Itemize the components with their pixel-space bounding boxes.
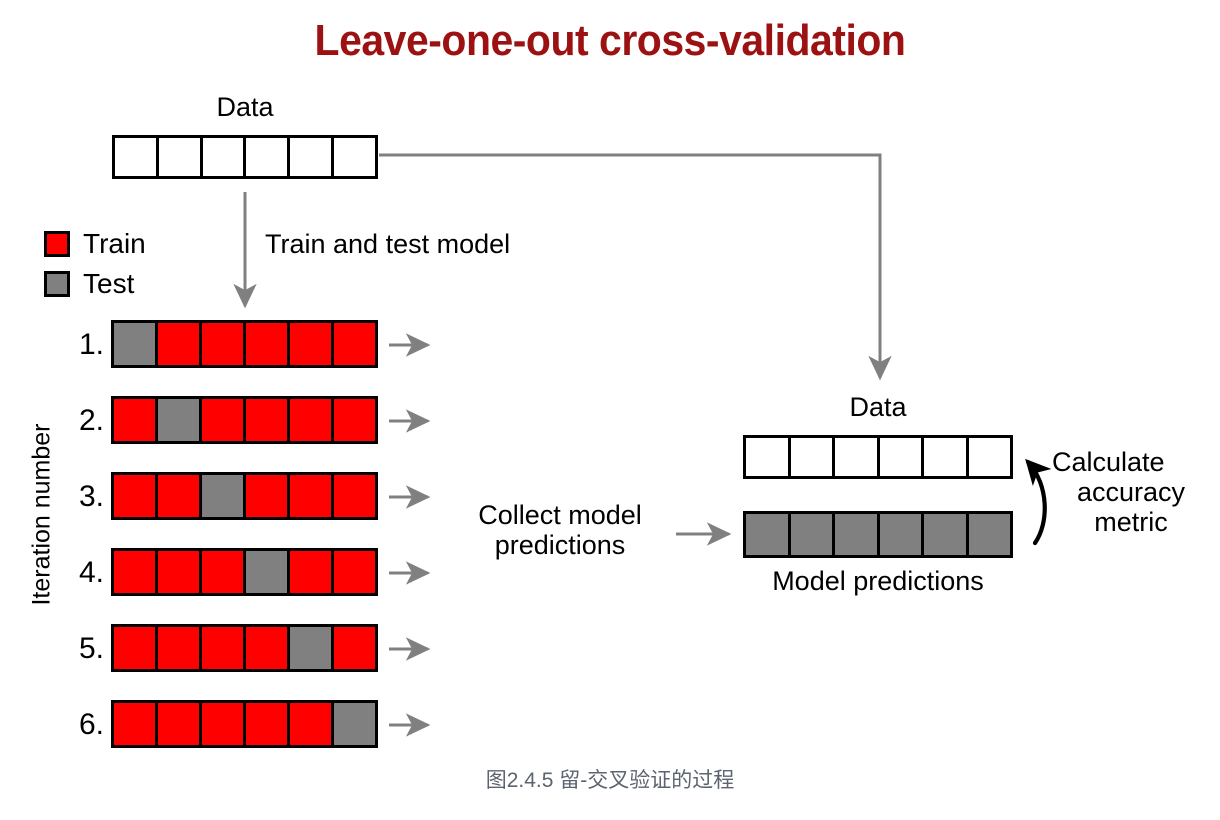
model-prediction-cell xyxy=(921,511,969,558)
iteration-row-number: 6. xyxy=(78,708,104,741)
iteration-number-axis-label: Iteration number xyxy=(27,423,56,606)
top-data-cell xyxy=(287,135,335,179)
calculate-metric-line-2: accuracy xyxy=(1076,477,1186,508)
calculate-accuracy-metric-label: Calculate accuracy metric xyxy=(1052,447,1210,538)
right-data-cell xyxy=(876,435,924,479)
iteration-cell-train xyxy=(199,624,246,672)
iteration-cell-train xyxy=(287,700,334,748)
legend-swatch-test-icon xyxy=(44,271,70,297)
model-predictions-label: Model predictions xyxy=(772,566,984,596)
calculate-metric-line-3: metric xyxy=(1094,507,1168,538)
iteration-cell-train xyxy=(111,548,158,596)
right-data-cell xyxy=(787,435,835,479)
right-data-label: Data xyxy=(849,392,907,422)
iteration-cell-train xyxy=(243,396,290,444)
model-prediction-cell xyxy=(743,511,791,558)
top-data-cell xyxy=(199,135,247,179)
iteration-row xyxy=(111,396,378,444)
iteration-cell-train xyxy=(111,472,158,520)
legend: Train Test xyxy=(44,228,146,308)
legend-swatch-train-icon xyxy=(44,231,70,257)
iteration-cell-train xyxy=(155,548,202,596)
iteration-row xyxy=(111,320,378,368)
model-prediction-cell xyxy=(965,511,1013,558)
iteration-cell-train xyxy=(243,624,290,672)
right-data-cell xyxy=(832,435,880,479)
iteration-cell-train xyxy=(111,396,158,444)
iteration-cell-train xyxy=(199,396,246,444)
right-data-cell xyxy=(743,435,791,479)
top-data-bar xyxy=(112,135,378,179)
iteration-cell-train xyxy=(287,548,334,596)
iteration-cell-test xyxy=(155,396,202,444)
iteration-row xyxy=(111,624,378,672)
figure-caption: 图2.4.5 留-交叉验证的过程 xyxy=(485,769,735,792)
iteration-cell-train xyxy=(155,700,202,748)
legend-label-train: Train xyxy=(83,228,146,259)
iteration-cell-train xyxy=(331,396,378,444)
right-data-cell xyxy=(921,435,969,479)
iteration-cell-train xyxy=(287,472,334,520)
model-prediction-cell xyxy=(787,511,835,558)
iteration-cell-train xyxy=(111,624,158,672)
iteration-cell-train xyxy=(111,700,158,748)
iteration-row-number: 4. xyxy=(78,556,104,589)
iteration-row-number: 3. xyxy=(78,480,104,513)
model-prediction-cell xyxy=(876,511,924,558)
iteration-cell-train xyxy=(287,320,334,368)
iteration-cell-test xyxy=(199,472,246,520)
iteration-cell-train xyxy=(243,700,290,748)
top-data-label: Data xyxy=(216,92,274,122)
model-predictions-bar xyxy=(743,511,1013,558)
top-data-cell xyxy=(243,135,291,179)
iteration-row-number: 1. xyxy=(78,328,104,361)
legend-item-test: Test xyxy=(44,268,146,300)
iteration-row xyxy=(111,548,378,596)
iteration-cell-test xyxy=(331,700,378,748)
data-to-right-data-elbow-connector xyxy=(379,153,892,381)
iteration-cell-train xyxy=(199,700,246,748)
iteration-cell-train xyxy=(243,320,290,368)
collect-model-predictions-label: Collect model predictions xyxy=(455,500,665,560)
train-and-test-model-label: Train and test model xyxy=(265,229,511,259)
iteration-row xyxy=(111,472,378,520)
collect-predictions-line-2: predictions xyxy=(494,530,626,561)
iteration-cell-train xyxy=(155,320,202,368)
iteration-cell-train xyxy=(331,320,378,368)
legend-label-test: Test xyxy=(83,268,135,299)
collect-predictions-line-1: Collect model xyxy=(478,500,642,530)
iteration-cell-train xyxy=(155,624,202,672)
model-prediction-cell xyxy=(832,511,880,558)
iteration-cell-train xyxy=(199,320,246,368)
right-data-cell xyxy=(965,435,1013,479)
iteration-cell-test xyxy=(111,320,158,368)
iteration-row-number: 5. xyxy=(78,632,104,665)
legend-item-train: Train xyxy=(44,228,146,260)
page-title: Leave-one-out cross-validation xyxy=(314,16,906,65)
top-data-cell xyxy=(112,135,159,179)
top-data-cell xyxy=(155,135,203,179)
iteration-cell-train xyxy=(155,472,202,520)
calculate-metric-line-1: Calculate xyxy=(1052,447,1165,477)
iteration-row xyxy=(111,700,378,748)
iteration-cell-test xyxy=(287,624,334,672)
iteration-cell-train xyxy=(199,548,246,596)
top-data-cell xyxy=(331,135,378,179)
calculate-accuracy-curved-arrow-icon xyxy=(1025,458,1052,546)
iteration-cell-test xyxy=(243,548,290,596)
iteration-cell-train xyxy=(287,396,334,444)
iteration-cell-train xyxy=(331,624,378,672)
right-data-bar xyxy=(743,435,1013,479)
iteration-row-number: 2. xyxy=(78,404,104,437)
iteration-cell-train xyxy=(331,472,378,520)
iteration-cell-train xyxy=(331,548,378,596)
iteration-cell-train xyxy=(243,472,290,520)
